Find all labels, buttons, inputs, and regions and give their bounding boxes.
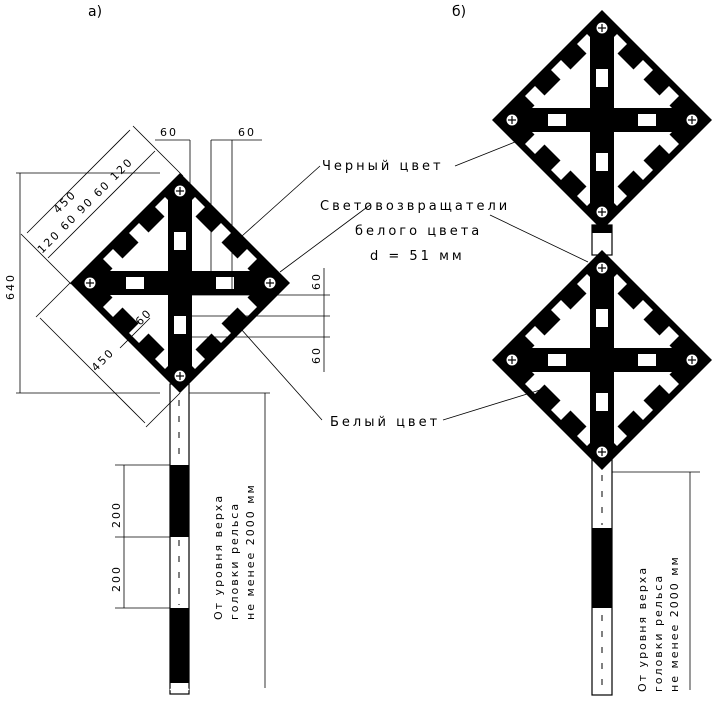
panel-a-label: а): [88, 4, 102, 20]
svg-text:головки рельса: головки рельса: [228, 502, 241, 620]
post-b: [591, 224, 613, 696]
label-reflectors-1: Световозвращатели: [320, 199, 510, 214]
diamond-b-upper: [492, 10, 712, 230]
diamond-b-lower: [492, 250, 712, 470]
label-white-color: Белый цвет: [330, 415, 440, 430]
dimensions-a: [16, 125, 330, 688]
svg-text:не менее 2000 мм: не менее 2000 мм: [244, 483, 257, 620]
dim-right-upper: 60: [310, 272, 323, 290]
dim-height-total: 640: [4, 273, 17, 300]
svg-text:От уровня верха: От уровня верха: [636, 566, 649, 692]
height-note-a: От уровня верха головки рельса не менее …: [212, 483, 257, 620]
height-note-b: От уровня верха головки рельса не менее …: [636, 555, 681, 692]
dim-side-inner: 450: [89, 346, 117, 374]
dim-post-band-1: 200: [110, 501, 123, 528]
post-a: [169, 383, 190, 695]
sign-a: [16, 125, 371, 695]
label-black-color: Черный цвет: [322, 159, 444, 174]
svg-text:головки рельса: головки рельса: [652, 574, 665, 692]
panel-b-label: б): [452, 4, 466, 20]
label-reflectors-3: d = 51 мм: [370, 249, 465, 264]
dim-top-right: 60: [238, 126, 256, 139]
label-reflectors-2: белого цвета: [355, 224, 482, 239]
dim-right-lower: 60: [310, 346, 323, 364]
svg-text:От уровня верха: От уровня верха: [212, 494, 225, 620]
dim-post-band-2: 200: [110, 565, 123, 592]
sign-b: [442, 10, 712, 696]
svg-text:не менее 2000 мм: не менее 2000 мм: [668, 555, 681, 692]
dim-top-left: 60: [160, 126, 178, 139]
